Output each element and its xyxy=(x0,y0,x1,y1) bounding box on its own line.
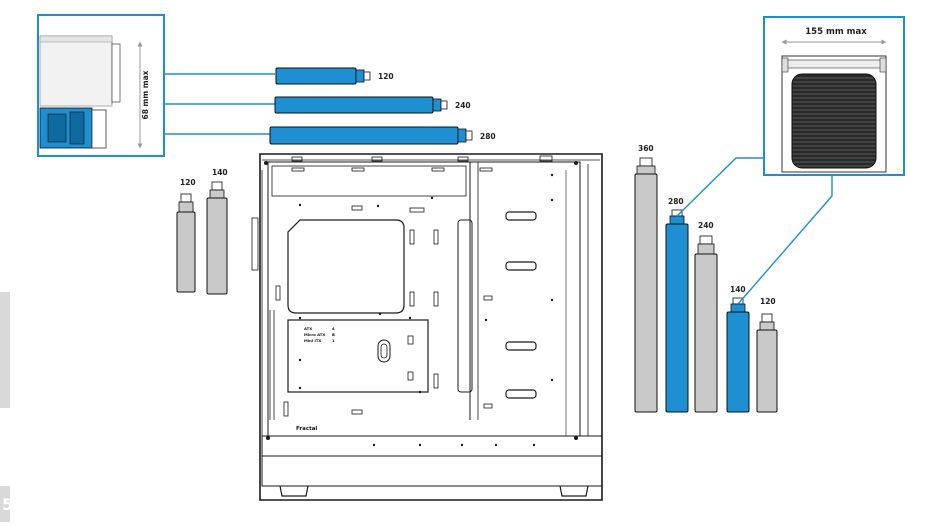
front-radiator-120-label: 120 xyxy=(180,178,196,187)
top-radiator-280: 280 xyxy=(269,126,496,145)
width-clearance-detail: 155 mm max xyxy=(763,16,905,176)
top-radiator-120: 120 xyxy=(275,67,394,85)
ff-atx-value: 4 xyxy=(332,326,335,331)
ff-atx-name: ATX xyxy=(304,326,312,331)
rear-radiator-120: 120 xyxy=(756,297,778,413)
top-radiator-240-label: 240 xyxy=(455,101,471,110)
rear-radiator-240-label: 240 xyxy=(698,221,714,230)
ff-itx-value: 1 xyxy=(332,338,335,343)
rear-radiator-360: 360 xyxy=(634,144,658,413)
ff-itx-name: Mini ITX xyxy=(304,338,321,343)
height-limit-label: 68 mm max xyxy=(141,70,150,119)
rear-radiator-280: 280 xyxy=(665,197,689,413)
top-radiator-240: 240 xyxy=(274,96,471,114)
front-radiator-140-label: 140 xyxy=(212,168,228,177)
callout-lines-top xyxy=(164,73,275,135)
case-screws xyxy=(264,161,578,447)
rear-radiator-360-label: 360 xyxy=(638,144,654,153)
rear-radiator-140-label: 140 xyxy=(730,285,746,294)
rear-radiator-240: 240 xyxy=(694,221,718,413)
ff-matx-value: B xyxy=(332,332,335,337)
rear-radiator-120-label: 120 xyxy=(760,297,776,306)
ff-matx-name: Micro ATX xyxy=(304,332,325,337)
front-radiator-140: 140 xyxy=(206,168,228,295)
pc-case xyxy=(251,153,603,501)
side-tab: 5 xyxy=(0,292,13,522)
radiator-fins-icon xyxy=(791,73,877,169)
side-tab-number: 5 xyxy=(2,495,13,514)
rear-radiator-280-label: 280 xyxy=(668,197,684,206)
callout-lines-right xyxy=(676,157,833,305)
rear-radiator-140: 140 xyxy=(726,285,750,413)
front-radiator-120: 120 xyxy=(176,178,196,293)
form-factor-legend: ATX 4 Micro ATX B Mini ITX 1 xyxy=(304,326,335,343)
top-radiator-120-label: 120 xyxy=(378,72,394,81)
top-radiator-280-label: 280 xyxy=(480,132,496,141)
top-clearance-detail: 68 mm max xyxy=(37,14,165,157)
brand-logo: Fractal xyxy=(296,426,317,432)
width-limit-label: 155 mm max xyxy=(805,27,867,37)
